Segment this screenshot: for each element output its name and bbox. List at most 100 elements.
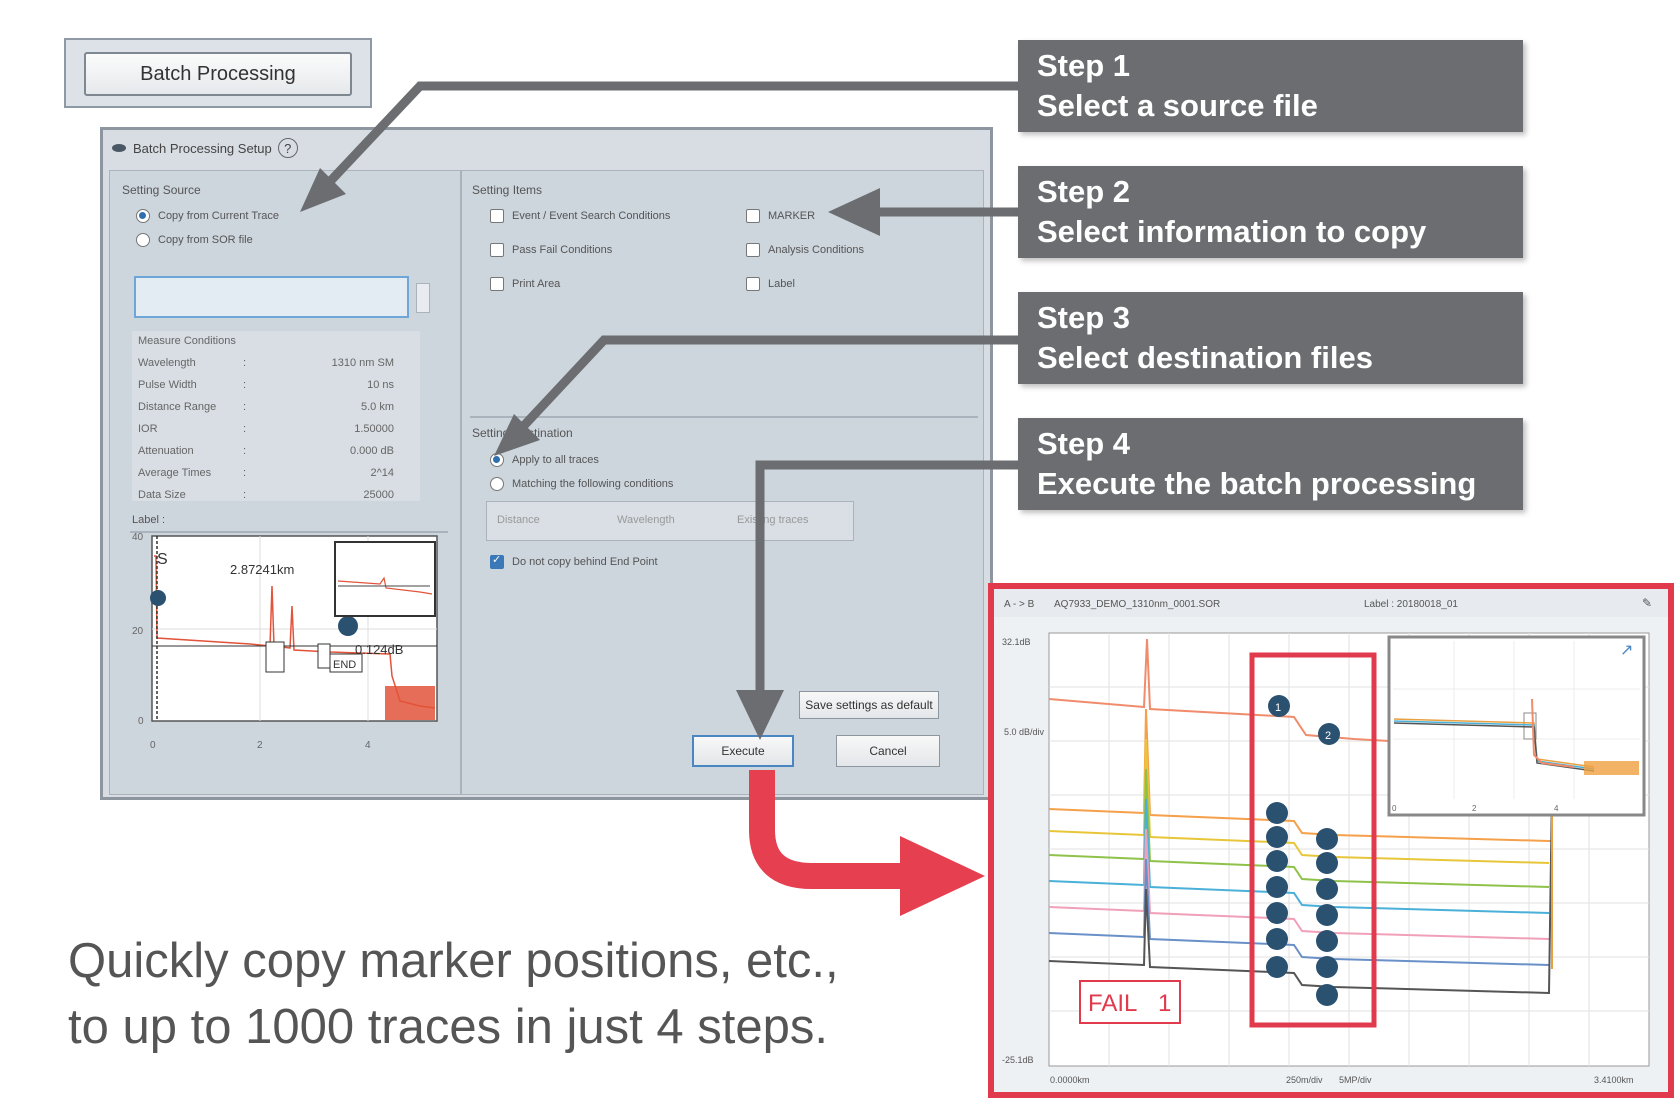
dialog-title-bar: Batch Processing Setup ?: [111, 138, 298, 158]
expand-icon: ↗: [1620, 642, 1633, 659]
checkbox[interactable]: [490, 277, 504, 291]
setting-items-pane: Setting Items Event / Event Search Condi…: [464, 171, 985, 794]
checkbox-do-not-copy[interactable]: Do not copy behind End Point: [490, 553, 658, 569]
mini-x-tick: 4: [365, 740, 371, 751]
arrow-head-icon: [494, 414, 540, 456]
step-text: Execute the batch processing: [1037, 466, 1477, 501]
marker-icon: [1318, 723, 1340, 745]
meas-row: IOR:1.50000: [138, 423, 394, 435]
radio-copy-sor-file[interactable]: Copy from SOR file: [136, 233, 253, 247]
fail-box: [1079, 980, 1181, 1024]
result-trace-chart: A - > B AQ7933_DEMO_1310nm_0001.SOR Labe…: [994, 589, 1668, 1092]
x-end-label: 3.4100km: [1594, 1075, 1634, 1085]
checkbox-marker[interactable]: MARKER: [746, 209, 815, 223]
arrow-step3: [514, 335, 1020, 436]
help-icon[interactable]: ?: [277, 138, 298, 158]
cancel-button[interactable]: Cancel: [836, 735, 940, 767]
checkbox[interactable]: [746, 277, 760, 291]
radio-copy-current-trace[interactable]: Copy from Current Trace: [136, 209, 279, 223]
mini-noise: [385, 686, 435, 720]
marker-icon: [1316, 984, 1338, 1006]
setting-source-pane: Setting Source Copy from Current Trace C…: [110, 171, 462, 794]
browse-button[interactable]: [416, 283, 430, 313]
fail-text: FAIL: [1088, 990, 1137, 1017]
radio-button[interactable]: [490, 477, 504, 491]
marker-icon: [1316, 930, 1338, 952]
radio-button[interactable]: [136, 209, 150, 223]
result-trace-window: A - > B AQ7933_DEMO_1310nm_0001.SOR Labe…: [988, 583, 1674, 1098]
measure-conditions-panel: Measure Conditions Wavelength:1310 nm SM…: [132, 331, 420, 501]
y-top-label: 32.1dB: [1002, 637, 1031, 647]
marker-icon: [1266, 928, 1288, 950]
step-title: Step 2: [1037, 174, 1131, 209]
marker-icon: [1316, 956, 1338, 978]
step-2-box: Step 2 Select information to copy: [1018, 166, 1523, 258]
start-label: S: [157, 551, 168, 568]
file-name: AQ7933_DEMO_1310nm_0001.SOR: [1054, 599, 1220, 610]
checkbox-analysis-conditions[interactable]: Analysis Conditions: [746, 243, 864, 257]
execute-button[interactable]: Execute: [692, 735, 794, 767]
batch-processing-button[interactable]: Batch Processing: [84, 52, 352, 96]
checkbox-label: Do not copy behind End Point: [512, 556, 658, 568]
arrow-head-icon: [736, 690, 784, 740]
marker-icon: [1266, 876, 1288, 898]
checkbox[interactable]: [490, 209, 504, 223]
svg-text:1: 1: [1275, 702, 1281, 714]
step-title: Step 1: [1037, 48, 1131, 83]
pen-icon: ✎: [1642, 596, 1652, 610]
marker-icon: [1266, 826, 1288, 848]
mini-y-tick: 20: [132, 626, 144, 637]
measure-conditions-title: Measure Conditions: [138, 335, 236, 347]
meas-row: Wavelength:1310 nm SM: [138, 357, 394, 369]
mini-x-tick: 0: [150, 740, 156, 751]
caption-line-1: Quickly copy marker positions, etc.,: [68, 934, 839, 988]
app-icon: [112, 144, 126, 152]
end-label: END: [333, 659, 356, 671]
radio-matching-conditions[interactable]: Matching the following conditions: [490, 477, 673, 491]
x-mid-label: 5MP/div: [1339, 1075, 1372, 1085]
checkbox-event-search[interactable]: Event / Event Search Conditions: [490, 209, 670, 223]
source-file-input[interactable]: [134, 276, 409, 318]
x-start-label: 0.0000km: [1050, 1075, 1090, 1085]
checkbox-label-item[interactable]: Label: [746, 277, 795, 291]
checkbox[interactable]: [746, 209, 760, 223]
mini-y-tick: 40: [132, 532, 144, 543]
marker-icon: [1266, 956, 1288, 978]
filter-wavelength[interactable]: Wavelength: [617, 514, 675, 526]
inset-x-tick: 0: [1392, 804, 1397, 813]
arrow-head-icon: [900, 836, 985, 916]
arrow-step4: [755, 460, 1020, 690]
checkbox[interactable]: [490, 243, 504, 257]
step-1-box: Step 1 Select a source file: [1018, 40, 1523, 132]
checkbox[interactable]: [746, 243, 760, 257]
marker-icon: [1316, 878, 1338, 900]
meas-row: Average Times:2^14: [138, 467, 394, 479]
arrow-head-icon: [300, 168, 346, 212]
meas-row: Attenuation:0.000 dB: [138, 445, 394, 457]
dialog-title: Batch Processing Setup: [133, 140, 272, 156]
setting-source-title: Setting Source: [122, 183, 201, 197]
marker-icon: [1316, 852, 1338, 874]
divider: [470, 416, 978, 418]
caption-line-2: to up to 1000 traces in just 4 steps.: [68, 1000, 828, 1054]
label-text: Label : 20180018_01: [1364, 599, 1458, 610]
save-settings-default-button[interactable]: Save settings as default: [799, 691, 939, 719]
trace: [1048, 788, 1553, 995]
filter-existing-traces[interactable]: Existing traces: [737, 514, 809, 526]
step-text: Select a source file: [1037, 88, 1318, 123]
arrow-head-icon: [828, 188, 880, 236]
radio-label: Copy from Current Trace: [158, 210, 280, 222]
checkbox[interactable]: [490, 553, 504, 569]
mini-marker-icon: [338, 616, 358, 636]
radio-button[interactable]: [136, 233, 150, 247]
marker-icon: [1266, 902, 1288, 924]
step-4-box: Step 4 Execute the batch processing: [1018, 418, 1523, 510]
step-title: Step 3: [1037, 300, 1131, 335]
arrow-step1: [318, 81, 1020, 194]
filter-distance[interactable]: Distance: [497, 514, 540, 526]
mini-x-tick: 2: [257, 740, 263, 751]
checkbox-pass-fail[interactable]: Pass Fail Conditions: [490, 243, 612, 257]
checkbox-print-area[interactable]: Print Area: [490, 277, 560, 291]
setting-items-title: Setting Items: [472, 183, 543, 197]
